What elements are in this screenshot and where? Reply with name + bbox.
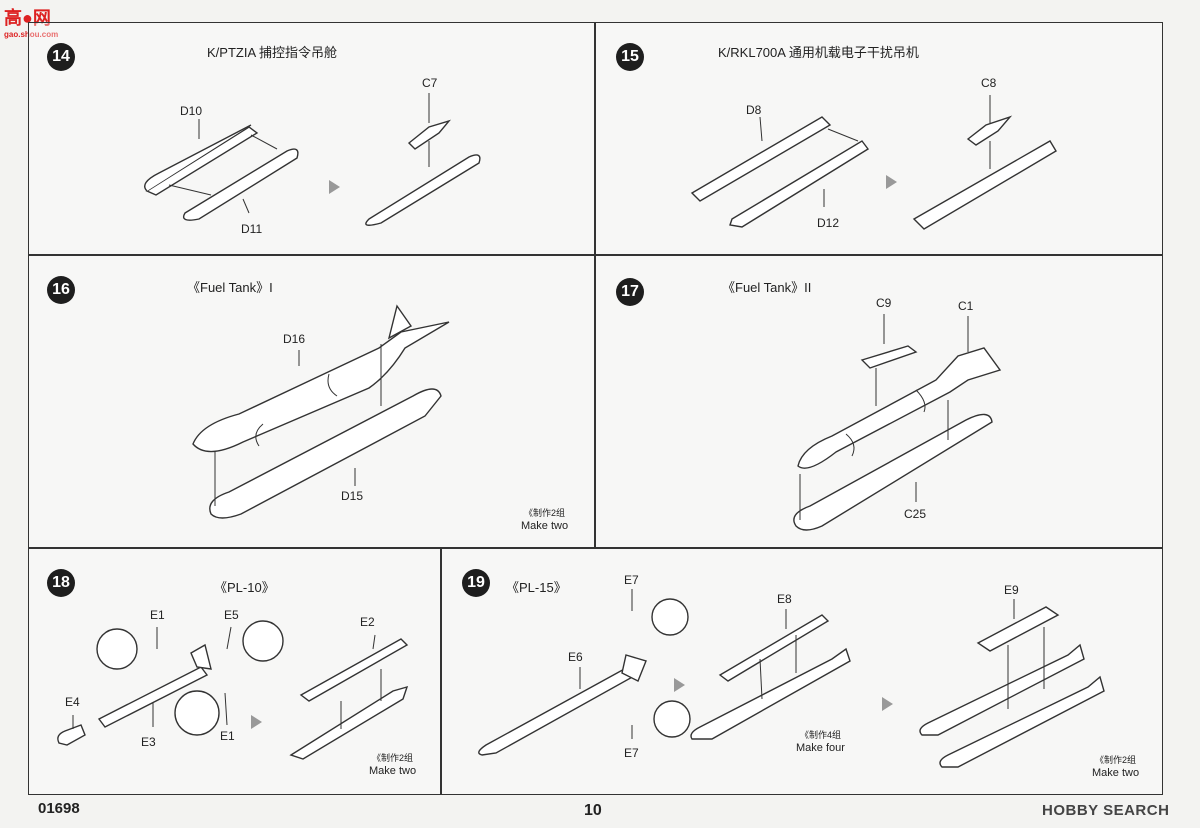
label-e4: E4 (65, 695, 80, 709)
label-c25: C25 (904, 507, 927, 521)
label-e8: E8 (777, 592, 792, 606)
label-e3: E3 (141, 735, 156, 749)
step-18-badge: 18 (47, 569, 75, 597)
label-c8: C8 (981, 76, 997, 90)
label-e7-top: E7 (624, 573, 639, 587)
label-d16: D16 (283, 332, 306, 346)
step-19-note-four-en: Make four (796, 742, 845, 754)
brand-watermark: HOBBY SEARCH (1042, 802, 1170, 819)
label-c7: C7 (422, 76, 438, 90)
step-14-badge: 14 (47, 43, 75, 71)
step-16-badge: 16 (47, 276, 75, 304)
step-19-arrow-2 (882, 697, 893, 711)
step-19-drawing (478, 589, 1105, 768)
label-d11: D11 (241, 222, 263, 236)
label-e9: E9 (1004, 583, 1019, 597)
step-18-note: 《制作2组 Make two (369, 752, 416, 778)
step-19-note-two-cn: 《制作2组 (1095, 755, 1137, 765)
label-e1-bottom: E1 (220, 729, 235, 743)
step-19-badge: 19 (462, 569, 490, 597)
label-e5: E5 (224, 608, 239, 622)
step-15-title: K/RKL700A 通用机载电子干扰吊机 (718, 45, 919, 60)
step-19-note-four-cn: 《制作4组 (799, 730, 841, 740)
step-19-title: 《PL-15》 (506, 580, 567, 595)
label-d10: D10 (180, 104, 203, 118)
page-number: 10 (584, 802, 602, 819)
step-19-note-four: 《制作4组 Make four (796, 729, 845, 755)
step-18-note-cn: 《制作2组 (372, 753, 414, 763)
step-16-drawing (192, 304, 450, 519)
label-c1: C1 (958, 299, 974, 313)
site-watermark: 高●网 gao.shou.com (4, 4, 58, 39)
step-17-badge: 17 (616, 278, 644, 306)
step-15-arrow (886, 175, 897, 189)
step-14-panel: 14 K/PTZIA 捕控指令吊舱 D10 D11 C7 (28, 22, 595, 255)
label-c9: C9 (876, 296, 892, 310)
product-code: 01698 (38, 800, 80, 817)
label-e2: E2 (360, 615, 375, 629)
step-14-arrow (329, 180, 340, 194)
step-17-title: 《Fuel Tank》II (722, 280, 812, 295)
step-16-note: 《制作2组 Make two (521, 507, 568, 533)
step-15-badge: 15 (616, 43, 644, 71)
label-d8: D8 (746, 103, 762, 117)
step-14-title: K/PTZIA 捕控指令吊舱 (207, 45, 338, 60)
watermark-text: 高●网 (4, 8, 51, 28)
label-e6: E6 (568, 650, 583, 664)
step-16-note-en: Make two (521, 520, 569, 532)
step-15-drawing (690, 95, 1057, 230)
step-19-arrow-1 (674, 678, 685, 692)
step-19-note-two: 《制作2组 Make two (1092, 754, 1139, 780)
step-19-panel: 19 《PL-15》 E7 E6 E7 E8 E9 《制作4组 Make fou… (441, 548, 1163, 795)
step-15-panel: 15 K/RKL700A 通用机载电子干扰吊机 D8 D12 C8 (595, 22, 1163, 255)
step-14-drawing (144, 93, 481, 226)
step-16-title: 《Fuel Tank》I (187, 280, 273, 295)
step-17-drawing (793, 314, 1002, 531)
step-18-panel: 18 《PL-10》 E1 E5 E4 E3 E1 E2 《制作2组 Make … (28, 548, 441, 795)
label-d15: D15 (341, 489, 364, 503)
label-d12: D12 (817, 216, 840, 230)
label-e7-bottom: E7 (624, 746, 639, 760)
label-e1-top: E1 (150, 608, 165, 622)
step-18-note-en: Make two (369, 765, 417, 777)
step-18-arrow (251, 715, 262, 729)
step-18-drawing (57, 620, 409, 760)
watermark-sub: gao.shou.com (4, 30, 59, 39)
step-16-panel: 16 《Fuel Tank》I D16 D15 《制作2组 Make two (28, 255, 595, 548)
step-19-note-two-en: Make two (1092, 767, 1140, 779)
step-17-panel: 17 《Fuel Tank》II C9 C1 C25 (595, 255, 1163, 548)
step-18-title: 《PL-10》 (214, 580, 275, 595)
step-16-note-cn: 《制作2组 (524, 508, 566, 518)
